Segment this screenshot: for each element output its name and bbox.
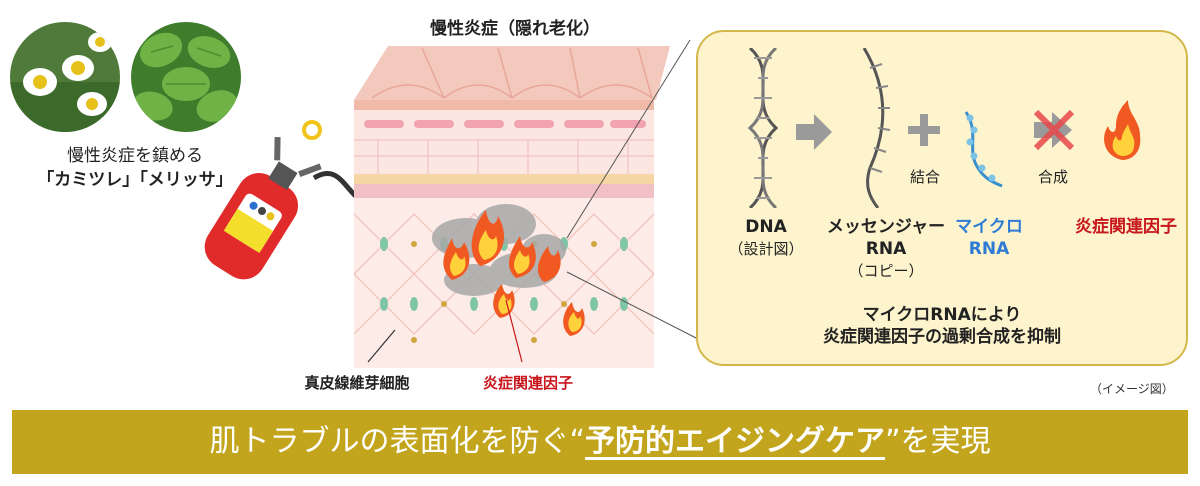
mrna-text-2: RNA: [865, 239, 907, 259]
synthesis-label: 合成: [1037, 168, 1068, 186]
panel-summary: マイクロRNAにより 炎症関連因子の過剰合成を抑制: [698, 304, 1186, 348]
chamomile-photo: [10, 22, 120, 132]
blocked-arrow-icon: [1033, 109, 1075, 151]
banner-pre: 肌トラブルの表面化を防ぐ: [209, 424, 570, 459]
flame-icon: [1104, 100, 1141, 160]
herb-caption: 慢性炎症を鎮める 「カミツレ」「メリッサ」: [10, 144, 260, 192]
mechanism-panel: [696, 30, 1188, 366]
mrna-label: メッセンジャー RNA （コピー）: [816, 216, 956, 282]
banner-emphasis: 予防的エイジングケア: [585, 424, 885, 459]
skin-title: 慢性炎症（隠れ老化）: [430, 19, 600, 39]
herb-caption-line1: 慢性炎症を鎮める: [67, 146, 203, 166]
banner-post: を実現: [900, 424, 991, 459]
mrna-subtext: （コピー）: [848, 262, 924, 280]
dna-subtext: （設計図）: [728, 240, 804, 258]
dna-text: DNA: [745, 217, 787, 237]
fibroblast-label: 真皮線維芽細胞: [304, 374, 410, 392]
skin-cross-section: [353, 46, 670, 368]
plus-icon: [908, 114, 940, 146]
bottom-banner: 肌トラブルの表面化を防ぐ“予防的エイジングケア”を実現: [12, 410, 1188, 474]
mrna-icon: [862, 48, 891, 208]
panel-summary-line2: 炎症関連因子の過剰合成を抑制: [823, 327, 1061, 347]
banner-quote-close: ”: [885, 424, 901, 459]
bind-label: 結合: [909, 168, 940, 186]
image-note: （イメージ図）: [1090, 382, 1174, 396]
microrna-label: マイクロ RNA: [944, 216, 1034, 260]
banner-text: 肌トラブルの表面化を防ぐ“予防的エイジングケア”を実現: [12, 422, 1188, 462]
inflammation-factor-label: 炎症関連因子: [482, 374, 573, 392]
microrna-text-2: RNA: [968, 239, 1010, 259]
herb-caption-line2: 「カミツレ」「メリッサ」: [37, 170, 233, 190]
dna-icon: [747, 48, 779, 208]
banner-quote-open: “: [569, 424, 585, 459]
factor-label: 炎症関連因子: [1075, 217, 1177, 237]
panel-summary-line1: マイクロRNAにより: [862, 305, 1022, 325]
microrna-icon: [964, 111, 1003, 188]
dna-label: DNA （設計図）: [716, 216, 816, 260]
mrna-text-1: メッセンジャー: [826, 217, 946, 237]
arrow-right-icon: [796, 114, 832, 150]
microrna-text-1: マイクロ: [955, 217, 1023, 237]
